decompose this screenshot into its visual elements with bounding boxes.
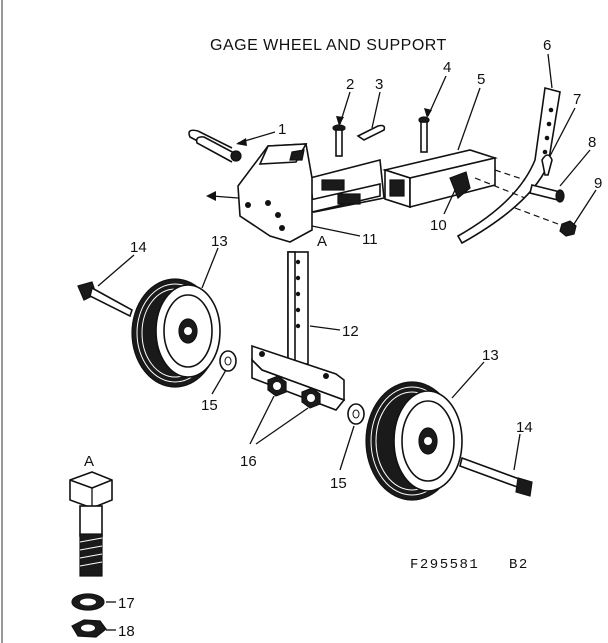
part-16-nuts [267, 375, 321, 409]
part-1-clip [188, 129, 242, 163]
callout-4: 4 [443, 59, 451, 76]
part-15-washer-right [347, 403, 365, 425]
part-9-nut [559, 220, 577, 237]
part-15-washer-left [219, 350, 237, 372]
leader-lines [97, 53, 597, 631]
callout-15-left: 15 [201, 397, 218, 414]
callout-12: 12 [342, 323, 359, 340]
part-11-bracket [237, 143, 385, 243]
callout-13-right: 13 [482, 347, 499, 364]
part-3-pin [356, 124, 386, 141]
callout-5: 5 [477, 71, 485, 88]
callout-14-right: 14 [516, 419, 533, 436]
drawing-code: F295581 B2 [410, 557, 529, 573]
axle-bracket [251, 344, 346, 411]
callout-11-ref-a: A [317, 233, 327, 250]
callout-10: 10 [430, 217, 447, 234]
part-5-tube [382, 149, 498, 209]
callout-6: 6 [543, 37, 551, 54]
part-8-bolt [529, 184, 565, 203]
callout-8: 8 [588, 134, 596, 151]
detail-a-label: A [84, 453, 94, 470]
part-6-standard [456, 86, 561, 245]
callout-11: 11 [362, 231, 378, 248]
callout-18: 18 [118, 623, 135, 640]
part-14-axle-bolt-left [77, 281, 133, 318]
callout-16: 16 [240, 453, 257, 470]
callout-13-left: 13 [211, 233, 228, 250]
diagram-title: GAGE WHEEL AND SUPPORT [210, 37, 447, 54]
callout-2: 2 [346, 76, 354, 93]
direction-arrow [206, 191, 239, 201]
callout-1: 1 [278, 121, 286, 138]
callout-17: 17 [118, 595, 135, 612]
part-10-clamp [449, 171, 471, 199]
part-13-wheel-right [365, 381, 463, 501]
callout-14-left: 14 [130, 239, 147, 256]
part-18-nut [71, 619, 107, 638]
part-13-wheel-left [131, 278, 221, 388]
part-4-bolt [418, 116, 430, 153]
part-17-lock-washer [71, 593, 105, 611]
part-7-cotter-pin [541, 154, 553, 176]
part-14-axle-bolt-right [459, 456, 533, 497]
callout-7: 7 [573, 91, 581, 108]
detail-a-bolt [69, 471, 113, 577]
leader-arrowheads [236, 108, 432, 146]
callout-9: 9 [594, 175, 602, 192]
callout-3: 3 [375, 76, 383, 93]
callout-15-right: 15 [330, 475, 347, 492]
part-12-support-bar [287, 251, 309, 365]
part-2-bolt [332, 124, 346, 157]
assembly-lines [474, 169, 559, 225]
